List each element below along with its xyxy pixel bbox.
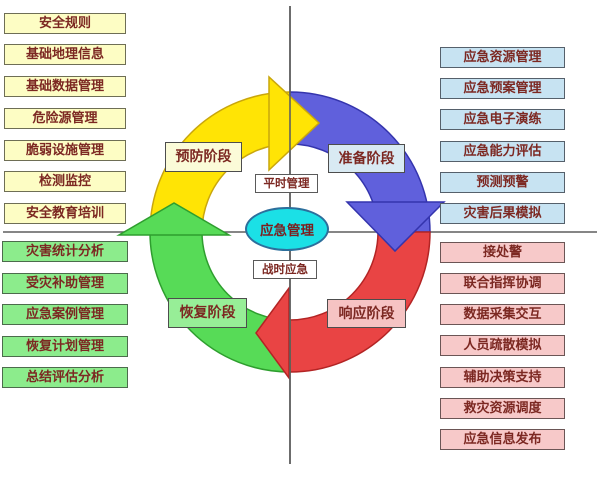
response-list-item: 应急信息发布 [440, 429, 565, 450]
preparation-arrowhead-icon [345, 201, 446, 253]
emergency-management-center-node: 应急管理 [245, 207, 329, 251]
recovery-list-item: 总结评估分析 [2, 367, 128, 388]
response-arrowhead-icon [255, 285, 290, 381]
prevention-list-item: 脆弱设施管理 [4, 140, 126, 161]
peacetime-management-label: 平时管理 [255, 174, 318, 193]
response-list-item: 数据采集交互 [440, 304, 565, 325]
recovery-list-item: 受灾补助管理 [2, 273, 128, 294]
preparation-list-item: 灾害后果模拟 [440, 203, 565, 224]
preparation-list-item: 应急电子演练 [440, 109, 565, 130]
prevention-arrowhead-icon [268, 75, 321, 172]
phase-label-preparation: 准备阶段 [328, 144, 405, 173]
prevention-list-item: 危险源管理 [4, 108, 126, 129]
preparation-list-item: 应急能力评估 [440, 141, 565, 162]
prevention-list-item: 基础地理信息 [4, 44, 126, 65]
prevention-list-item: 安全教育培训 [4, 203, 126, 224]
response-list-item: 救灾资源调度 [440, 398, 565, 419]
prevention-list-item: 安全规则 [4, 13, 126, 34]
preparation-list-item: 应急预案管理 [440, 78, 565, 99]
recovery-list-item: 恢复计划管理 [2, 336, 128, 357]
recovery-list-item: 灾害统计分析 [2, 241, 128, 262]
response-list-item: 联合指挥协调 [440, 273, 565, 294]
phase-label-recovery: 恢复阶段 [168, 298, 247, 328]
prevention-list-item: 基础数据管理 [4, 76, 126, 97]
response-list-item: 接处警 [440, 242, 565, 263]
recovery-list-item: 应急案例管理 [2, 304, 128, 325]
phase-label-response: 响应阶段 [327, 299, 406, 328]
response-list-item: 辅助决策支持 [440, 367, 565, 388]
response-list-item: 人员疏散模拟 [440, 335, 565, 356]
phase-label-prevention: 预防阶段 [165, 142, 242, 172]
prevention-list-item: 检测监控 [4, 171, 126, 192]
center-node-label: 应急管理 [260, 223, 314, 239]
preparation-list-item: 预测预警 [440, 172, 565, 193]
wartime-response-label: 战时应急 [253, 260, 317, 279]
recovery-arrowhead-icon [116, 202, 232, 236]
preparation-list-item: 应急资源管理 [440, 47, 565, 68]
